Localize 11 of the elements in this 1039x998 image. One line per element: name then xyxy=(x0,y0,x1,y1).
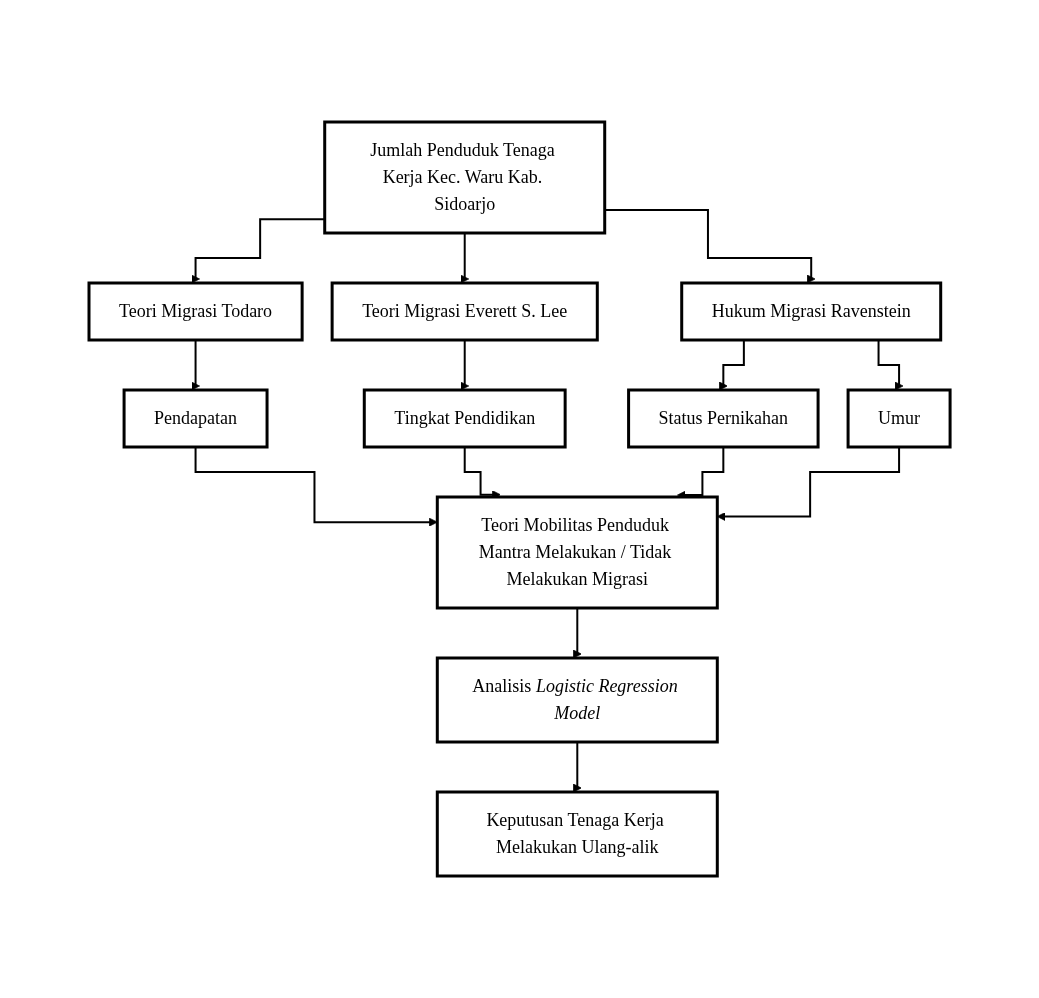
node-box: Teori Migrasi Everett S. Lee xyxy=(330,281,599,342)
node-box: Umur xyxy=(846,388,952,449)
node-box: Pendapatan xyxy=(122,388,269,449)
node-box: Hukum Migrasi Ravenstein xyxy=(680,281,943,342)
node-box: Tingkat Pendidikan xyxy=(362,388,567,449)
node-box: Analisis Logistic Regression Model xyxy=(435,656,719,744)
node-box: Teori Mobilitas Penduduk Mantra Melakukan / Tidak Melakukan Migrasi xyxy=(435,495,719,610)
node-box: Keputusan Tenaga Kerja Melakukan Ulang-alik xyxy=(435,790,719,878)
node-box: Jumlah Penduduk Tenaga Kerja Kec. Waru Kab. Sidoarjo xyxy=(323,120,607,235)
node-box: Status Pernikahan xyxy=(627,388,820,449)
node-box: Teori Migrasi Todaro xyxy=(87,281,304,342)
